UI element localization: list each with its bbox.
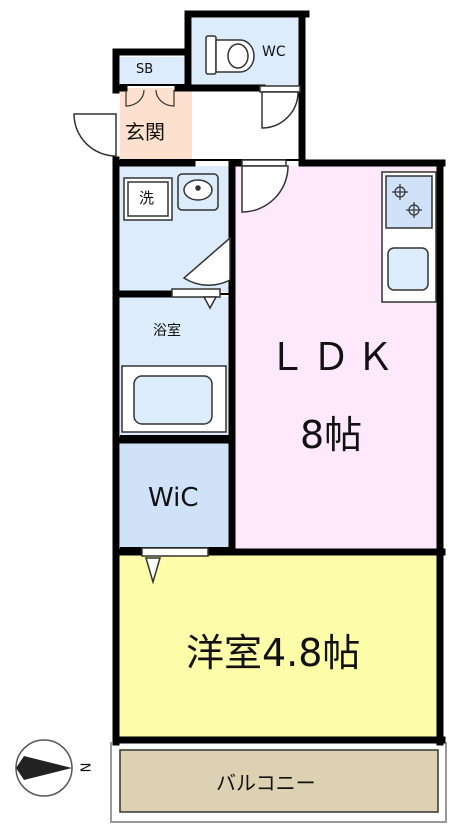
ldk-size-label: 8帖: [300, 413, 363, 457]
western-room-label: 洋室4.8帖: [186, 631, 361, 675]
sb-label: SB: [136, 62, 154, 77]
ldk-door: [241, 159, 289, 213]
western-room-door: [141, 547, 209, 585]
balcony-outline: [110, 742, 447, 823]
wic-label: WiC: [148, 483, 199, 513]
entrance-door: [73, 113, 117, 157]
stove-burner-icon: [392, 184, 422, 218]
compass-icon: [15, 739, 73, 797]
washing-machine-icon: [123, 177, 173, 221]
ldk-name-label: ＬＤＫ: [268, 335, 401, 379]
bathroom-label: 浴室: [153, 323, 181, 339]
balcony-inner-outline: [119, 749, 439, 813]
shoe-box-icon: [125, 89, 175, 107]
balcony-area: [120, 750, 438, 812]
bathroom-door: [171, 288, 221, 310]
walls: [112, 10, 446, 746]
wc-door: [259, 85, 301, 129]
washroom-door: [182, 236, 231, 286]
entrance-label: 玄関: [125, 120, 165, 144]
sb-storage: [120, 57, 186, 85]
western-room: [116, 552, 440, 740]
kitchen-counter: [381, 171, 437, 303]
wc-label: WC: [262, 44, 286, 60]
compass-north-label: N: [76, 762, 92, 773]
balcony-label: バルコニー: [216, 771, 316, 795]
washroom-label: 洗: [139, 189, 155, 207]
wic-room: [120, 443, 230, 548]
entrance-area: [120, 88, 192, 160]
toilet-icon: [205, 35, 255, 75]
bathtub-icon: [121, 365, 227, 433]
wash-basin-icon: [177, 173, 219, 211]
